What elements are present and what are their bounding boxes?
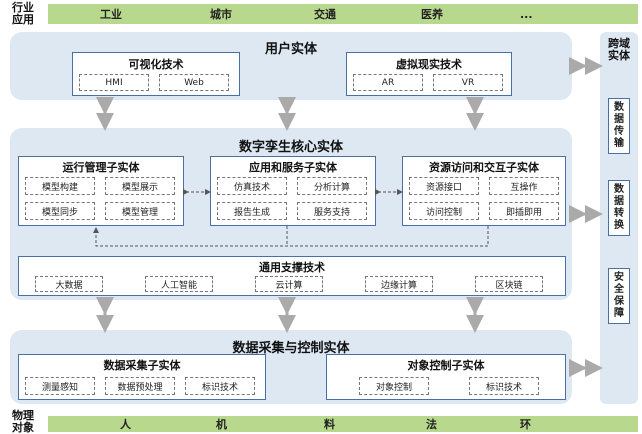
control-identification-item: 标识技术 — [469, 377, 539, 395]
physical-item: 法 — [426, 418, 437, 431]
core-entity-title: 数字孪生核心实体 — [238, 140, 343, 155]
cross-domain-title: 跨域 实体 — [608, 37, 630, 62]
interoperation-item: 互操作 — [489, 177, 559, 195]
cloud-item: 云计算 — [255, 276, 323, 292]
collection-control-panel: 数据采集与控制实体 数据采集子实体 测量感知 数据预处理 标识技术 对象控制子实… — [10, 330, 572, 404]
user-entity-title: 用户实体 — [264, 42, 317, 57]
hmi-item: HMI — [79, 74, 149, 91]
object-control-item: 对象控制 — [359, 377, 429, 395]
physical-object-bar: 人 机 料 法 环 — [48, 416, 638, 432]
physical-item: 人 — [120, 418, 131, 431]
resource-interface-item: 资源接口 — [409, 177, 479, 195]
feedback-connector — [93, 226, 489, 247]
web-item: Web — [159, 74, 229, 91]
model-build-item: 模型构建 — [25, 177, 95, 195]
operation-management-title: 运行管理子实体 — [62, 161, 140, 174]
data-collection-title: 数据采集子实体 — [103, 359, 181, 372]
data-transmission-box: 数 据 传 输 — [608, 98, 630, 154]
operation-management-box: 运行管理子实体 模型构建 模型展示 模型同步 模型管理 — [18, 156, 184, 226]
visualization-title: 可视化技术 — [128, 58, 184, 71]
industry-application-label: 行业 应用 — [12, 1, 34, 26]
model-manage-item: 模型管理 — [105, 202, 175, 220]
object-control-box: 对象控制子实体 对象控制 标识技术 — [326, 354, 566, 400]
simulation-item: 仿真技术 — [217, 177, 287, 195]
physical-item: 机 — [216, 418, 227, 431]
general-support-title: 通用支撑技术 — [259, 261, 325, 274]
collection-control-title: 数据采集与控制实体 — [232, 341, 350, 356]
physical-object-label: 物理 对象 — [12, 409, 34, 434]
physical-item: 料 — [324, 418, 335, 431]
general-support-box: 通用支撑技术 大数据 人工智能 云计算 边缘计算 区块链 — [18, 256, 566, 296]
cross-domain-panel: 跨域 实体 数 据 传 输 数 据 转 换 安 全 保 障 — [600, 32, 638, 404]
industry-item: 工业 — [100, 8, 122, 21]
ar-item: AR — [353, 74, 423, 91]
application-service-box: 应用和服务子实体 仿真技术 分析计算 报告生成 服务支持 — [210, 156, 376, 226]
object-control-title: 对象控制子实体 — [407, 359, 485, 372]
industry-item: 交通 — [314, 8, 336, 21]
industry-item: 城市 — [210, 8, 232, 21]
big-data-item: 大数据 — [35, 276, 103, 292]
measurement-item: 测量感知 — [25, 377, 95, 395]
security-box: 安 全 保 障 — [608, 268, 630, 324]
service-support-item: 服务支持 — [297, 202, 367, 220]
industry-item: 医养 — [421, 8, 443, 21]
ai-item: 人工智能 — [145, 276, 213, 292]
model-sync-item: 模型同步 — [25, 202, 95, 220]
user-entity-panel: 用户实体 可视化技术 HMI Web 虚拟现实技术 AR VR — [10, 32, 572, 100]
application-service-title: 应用和服务子实体 — [249, 161, 337, 174]
analysis-item: 分析计算 — [297, 177, 367, 195]
industry-item: ... — [520, 7, 533, 21]
identification-item: 标识技术 — [185, 377, 255, 395]
resource-access-title: 资源访问和交互子实体 — [429, 161, 539, 174]
resource-access-box: 资源访问和交互子实体 资源接口 互操作 访问控制 即插即用 — [402, 156, 566, 226]
plug-and-play-item: 即插即用 — [489, 202, 559, 220]
visualization-box: 可视化技术 HMI Web — [72, 52, 240, 96]
vr-item: VR — [433, 74, 503, 91]
industry-application-bar: 工业 城市 交通 医养 ... — [48, 4, 638, 24]
report-item: 报告生成 — [217, 202, 287, 220]
model-display-item: 模型展示 — [105, 177, 175, 195]
core-entity-panel: 数字孪生核心实体 运行管理子实体 模型构建 模型展示 模型同步 模型管理 应用和… — [10, 128, 572, 300]
physical-item: 环 — [520, 418, 531, 431]
virtual-reality-box: 虚拟现实技术 AR VR — [346, 52, 512, 96]
access-control-item: 访问控制 — [409, 202, 479, 220]
blockchain-item: 区块链 — [475, 276, 543, 292]
edge-item: 边缘计算 — [365, 276, 433, 292]
data-collection-box: 数据采集子实体 测量感知 数据预处理 标识技术 — [18, 354, 266, 400]
preprocess-item: 数据预处理 — [105, 377, 175, 395]
data-conversion-box: 数 据 转 换 — [608, 180, 630, 236]
virtual-reality-title: 虚拟现实技术 — [396, 58, 462, 71]
